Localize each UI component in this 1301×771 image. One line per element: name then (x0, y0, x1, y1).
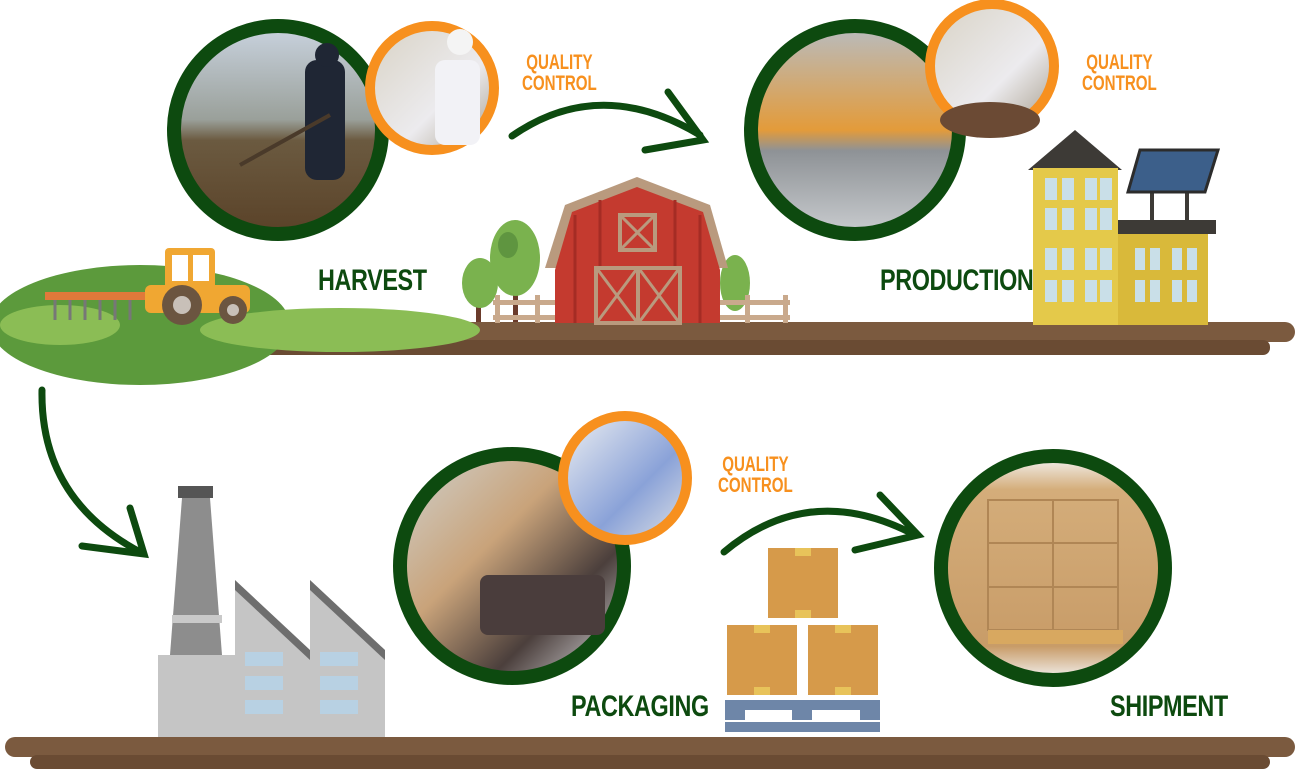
harvest-quality-photo (365, 21, 499, 155)
factory-icon (158, 486, 385, 737)
packaging-quality-photo (558, 411, 692, 545)
stage-label-harvest: HARVEST (318, 264, 427, 297)
quality-control-line1: QUALITY (1086, 51, 1153, 74)
production-quality-photo (925, 0, 1059, 138)
stage-label-production: PRODUCTION (880, 264, 1034, 297)
solar-panel-icon (1126, 148, 1221, 194)
barn-icon (545, 177, 728, 325)
arrow-packaging-to-shipment (720, 491, 925, 556)
building-icon (1028, 130, 1221, 325)
ground-bottom (5, 737, 1295, 769)
quality-control-line2: CONTROL (718, 474, 793, 497)
harvest-photo (167, 19, 389, 241)
trees-icon (462, 220, 750, 322)
quality-control-line1: QUALITY (722, 453, 789, 476)
stage-label-shipment: SHIPMENT (1110, 690, 1228, 723)
arrow-harvest-to-production (508, 88, 710, 154)
tractor-icon (45, 248, 250, 325)
quality-control-line2: CONTROL (1082, 72, 1157, 95)
arrow-production-to-packaging (38, 386, 149, 559)
shipment-photo (934, 449, 1172, 687)
stage-label-packaging: PACKAGING (571, 690, 709, 723)
boxes-pallet-icon (725, 548, 880, 732)
quality-control-line2: CONTROL (522, 72, 597, 95)
quality-control-line1: QUALITY (526, 51, 593, 74)
